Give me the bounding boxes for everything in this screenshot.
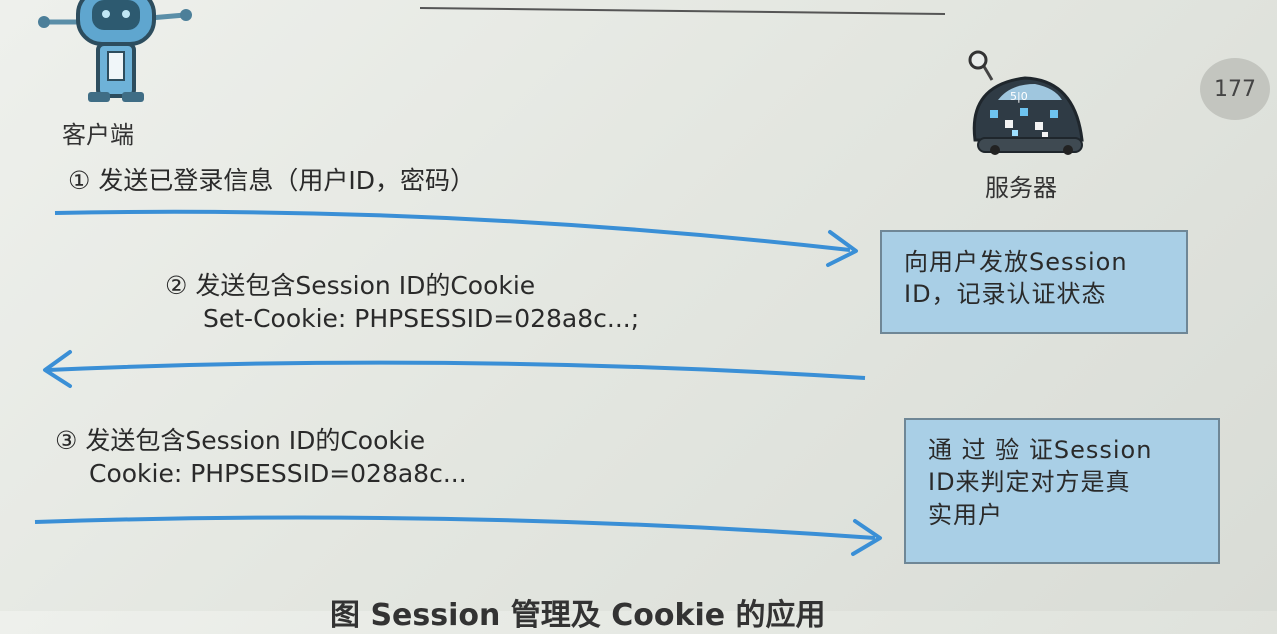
client-robot-icon <box>38 0 192 102</box>
step-3-line-2: Cookie: PHPSESSID=028a8c... <box>89 458 467 488</box>
server-robot-icon: 5|0 <box>968 50 1084 155</box>
arrow-step-1 <box>54 209 858 267</box>
step-2-line-2: Set-Cookie: PHPSESSID=028a8c...; <box>203 303 640 333</box>
server-note-1-line-2: ID，记录认证状态 <box>904 280 1107 309</box>
step-2-line-1: ② 发送包含Session ID的Cookie <box>165 271 536 300</box>
server-note-1: 向用户发放Session ID，记录认证状态 <box>880 230 1188 334</box>
step-2-label: ② 发送包含Session ID的Cookie Set-Cookie: PHPS… <box>165 270 639 335</box>
server-note-2-line-3: 实用户 <box>928 500 1003 529</box>
server-note-1-line-1: 向用户发放Session <box>904 248 1128 276</box>
step-1-label: ① 发送已登录信息（用户ID，密码） <box>68 165 475 198</box>
arrow-step-2 <box>43 350 866 388</box>
client-label: 客户端 <box>62 121 134 149</box>
diagram-canvas: 5|0 <box>34 0 1084 556</box>
server-note-2: 通 过 验 证Session ID来判定对方是真 实用户 <box>904 418 1220 564</box>
page-number: 177 <box>1200 58 1270 120</box>
figure-caption: 图 Session 管理及 Cookie 的应用 <box>330 598 826 633</box>
svg-text:5|0: 5|0 <box>1010 90 1028 103</box>
top-divider <box>419 7 946 15</box>
step-3-label: ③ 发送包含Session ID的Cookie Cookie: PHPSESSI… <box>55 425 467 490</box>
server-label: 服务器 <box>985 174 1057 202</box>
server-note-2-line-1: 通 过 验 证Session <box>928 436 1153 464</box>
server-note-2-line-2: ID来判定对方是真 <box>928 468 1131 497</box>
step-3-line-1: ③ 发送包含Session ID的Cookie <box>55 426 426 455</box>
arrow-step-3 <box>34 515 882 556</box>
step-1-line-1: ① 发送已登录信息（用户ID，密码） <box>68 166 475 195</box>
